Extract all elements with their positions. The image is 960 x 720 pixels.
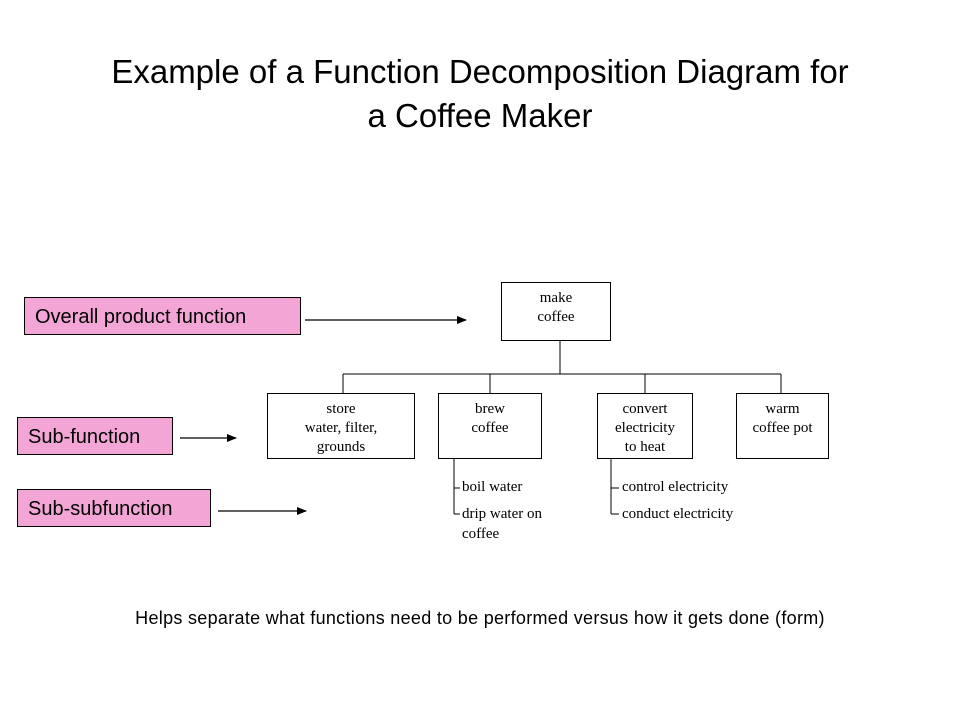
node-make-coffee-line-2: coffee — [537, 309, 575, 325]
node-convert: convert electricity to heat — [597, 393, 693, 459]
node-warm: warm coffee pot — [736, 393, 829, 459]
node-make-coffee: make coffee — [501, 282, 611, 341]
leaf-drip-water-line-2: coffee — [462, 526, 500, 542]
node-warm-line-2: coffee pot — [752, 420, 813, 436]
node-warm-line-1: warm — [765, 401, 800, 417]
node-store-line-2: water, filter, — [304, 420, 378, 436]
node-brew-line-1: brew — [475, 401, 505, 417]
sub-subfunction-label: Sub-subfunction — [17, 489, 211, 527]
node-store: store water, filter, grounds — [267, 393, 415, 459]
node-make-coffee-line-1: make — [539, 290, 573, 306]
node-brew-coffee: brew coffee — [438, 393, 542, 459]
node-store-line-1: store — [326, 401, 356, 417]
footer-caption: Helps separate what functions need to be… — [135, 608, 825, 628]
title-line-2: a Coffee Maker — [367, 97, 593, 134]
leaf-boil-water: boil water — [462, 479, 523, 495]
node-convert-line-3: to heat — [624, 439, 666, 455]
node-store-line-3: grounds — [316, 439, 366, 455]
leaf-drip-water-line-1: drip water on — [462, 506, 542, 522]
node-convert-line-2: electricity — [615, 420, 675, 436]
title-line-1: Example of a Function Decomposition Diag… — [111, 53, 849, 90]
leaf-control-electricity: control electricity — [622, 479, 729, 495]
sub-function-label: Sub-function — [17, 417, 173, 455]
page-title: Example of a Function Decomposition Diag… — [40, 50, 920, 138]
leaf-conduct-electricity: conduct electricity — [622, 506, 734, 522]
node-convert-line-1: convert — [622, 401, 668, 417]
overall-product-function-label: Overall product function — [24, 297, 301, 335]
node-brew-line-2: coffee — [471, 420, 509, 436]
